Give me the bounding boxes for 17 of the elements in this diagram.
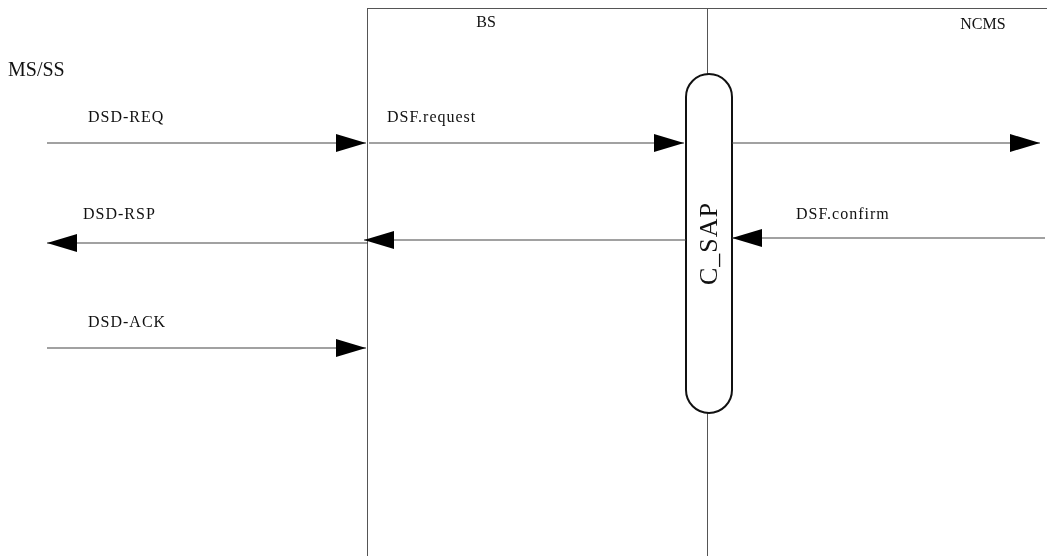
- arrow: [363, 231, 687, 249]
- arrow: [368, 134, 685, 152]
- sap-capsule: [685, 73, 733, 414]
- edge-label: DSD-REQ: [88, 108, 165, 126]
- lane-title: BS: [475, 13, 497, 31]
- sap-label: C_SAP: [694, 201, 724, 285]
- lane-title: NCMS: [959, 15, 1007, 33]
- arrow: [46, 339, 367, 357]
- edge-label: DSF.confirm: [796, 205, 890, 223]
- arrow: [731, 229, 1046, 247]
- arrow: [46, 134, 367, 152]
- arrow: [731, 134, 1041, 152]
- arrow: [46, 234, 369, 252]
- edge-label: DSD-ACK: [88, 313, 167, 331]
- edge-label: DSD-RSP: [83, 205, 156, 223]
- entity-label: MS/SS: [8, 58, 65, 81]
- edge-label: DSF.request: [387, 108, 477, 126]
